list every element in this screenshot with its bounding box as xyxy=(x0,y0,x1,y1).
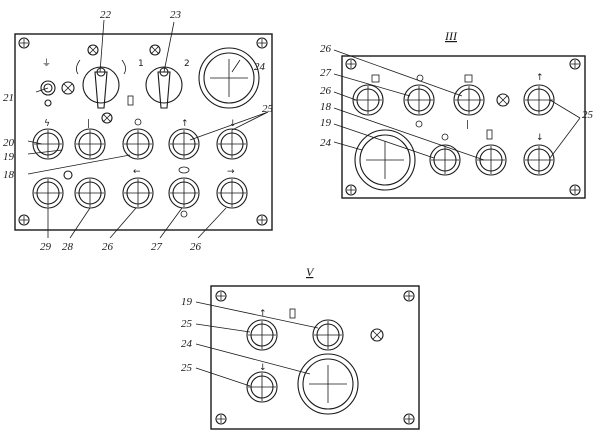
mark-o-icon xyxy=(180,210,188,218)
push-button xyxy=(475,144,507,176)
label-29: 29 xyxy=(40,241,52,253)
label-18: 18 xyxy=(320,101,332,113)
label-20: 20 xyxy=(3,137,15,149)
key-symbol-icon xyxy=(486,129,493,140)
push-button xyxy=(246,319,278,351)
panel-iii: III ↑ | ↓ 26 27 26 18 19 24 25 xyxy=(320,29,594,199)
label-25: 25 xyxy=(181,362,193,374)
rotary-switch-22 xyxy=(76,44,126,124)
mark-o-icon xyxy=(134,118,142,126)
mark-i-icon: | xyxy=(466,120,469,130)
label-24: 24 xyxy=(320,137,332,149)
screw-icon xyxy=(18,214,30,226)
screw-icon xyxy=(345,58,357,70)
lamp-icon xyxy=(63,170,73,180)
earth-symbol-icon: ⏚ xyxy=(42,58,51,69)
push-button xyxy=(32,177,64,209)
push-button xyxy=(122,128,154,160)
panel-v: V ↑ ↓ 19 25 24 25 xyxy=(181,265,420,430)
box-symbol-icon xyxy=(464,74,473,83)
label-25: 25 xyxy=(582,109,594,121)
arrow-down-icon: ↓ xyxy=(229,119,237,129)
label-19: 19 xyxy=(320,117,332,129)
screw-icon xyxy=(569,58,581,70)
screw-icon xyxy=(18,37,30,49)
push-button xyxy=(168,177,200,209)
screw-icon xyxy=(256,37,268,49)
push-button xyxy=(403,84,435,116)
label-26: 26 xyxy=(102,241,114,253)
panel-v-title: V xyxy=(306,265,315,279)
lamp-icon xyxy=(370,328,384,342)
emergency-button-24 xyxy=(198,47,260,109)
indicator-lamp xyxy=(40,80,56,107)
emergency-button-24 xyxy=(297,353,359,415)
key-symbol-icon xyxy=(127,95,134,106)
push-button xyxy=(122,177,154,209)
push-button xyxy=(453,84,485,116)
label-24: 24 xyxy=(181,338,193,350)
push-button xyxy=(74,128,106,160)
arrow-right-icon: → xyxy=(227,167,235,177)
push-button xyxy=(216,128,248,160)
panel-iii-frame xyxy=(341,55,586,199)
label-24: 24 xyxy=(254,61,266,73)
screw-icon xyxy=(569,184,581,196)
label-19: 19 xyxy=(181,296,193,308)
lamp-icon xyxy=(496,93,510,107)
push-button xyxy=(312,319,344,351)
label-25: 25 xyxy=(181,318,193,330)
label-22: 22 xyxy=(100,9,112,21)
panel-iii-title: III xyxy=(444,29,458,43)
arrow-up-icon: ↑ xyxy=(181,119,189,129)
arrow-left-icon: ← xyxy=(133,167,141,177)
push-button xyxy=(429,144,461,176)
label-23: 23 xyxy=(170,9,182,21)
arrow-down-icon: ↓ xyxy=(536,133,544,143)
push-button xyxy=(74,177,106,209)
arrow-up-icon: ↑ xyxy=(259,309,267,319)
push-button xyxy=(32,128,64,160)
push-button xyxy=(246,371,278,403)
screw-icon xyxy=(215,290,227,302)
label-25: 25 xyxy=(262,103,274,115)
screw-icon xyxy=(256,214,268,226)
label-26: 26 xyxy=(320,43,332,55)
box-symbol-icon xyxy=(371,74,380,83)
push-button xyxy=(216,177,248,209)
screw-icon xyxy=(215,413,227,425)
label-18: 18 xyxy=(3,169,15,181)
label-26: 26 xyxy=(190,241,202,253)
push-button xyxy=(168,128,200,160)
lamp-icon xyxy=(61,81,75,95)
label-28: 28 xyxy=(62,241,74,253)
mark-i-icon: | xyxy=(87,119,90,129)
mark-o-icon xyxy=(441,133,449,141)
screw-icon xyxy=(403,413,415,425)
lightning-icon: ϟ xyxy=(44,119,50,129)
mark-o-icon xyxy=(415,120,423,128)
screw-icon xyxy=(403,290,415,302)
rotary-switch-23: 1 2 xyxy=(138,44,190,109)
emergency-button-24 xyxy=(354,129,416,191)
label-27: 27 xyxy=(320,67,332,79)
screw-icon xyxy=(345,184,357,196)
label-27: 27 xyxy=(151,241,163,253)
spindle-icon xyxy=(178,166,190,174)
push-button xyxy=(352,84,384,116)
push-button xyxy=(523,84,555,116)
arrow-down-icon: ↓ xyxy=(259,363,267,373)
switch-mark-2: 2 xyxy=(184,59,190,69)
label-19: 19 xyxy=(3,151,15,163)
switch-mark-1: 1 xyxy=(138,59,144,69)
label-21: 21 xyxy=(3,92,14,104)
push-button xyxy=(523,144,555,176)
label-26: 26 xyxy=(320,85,332,97)
arrow-up-icon: ↑ xyxy=(536,73,544,83)
main-panel: ⏚ 1 2 ϟ | xyxy=(3,9,274,253)
key-symbol-icon xyxy=(289,308,296,319)
